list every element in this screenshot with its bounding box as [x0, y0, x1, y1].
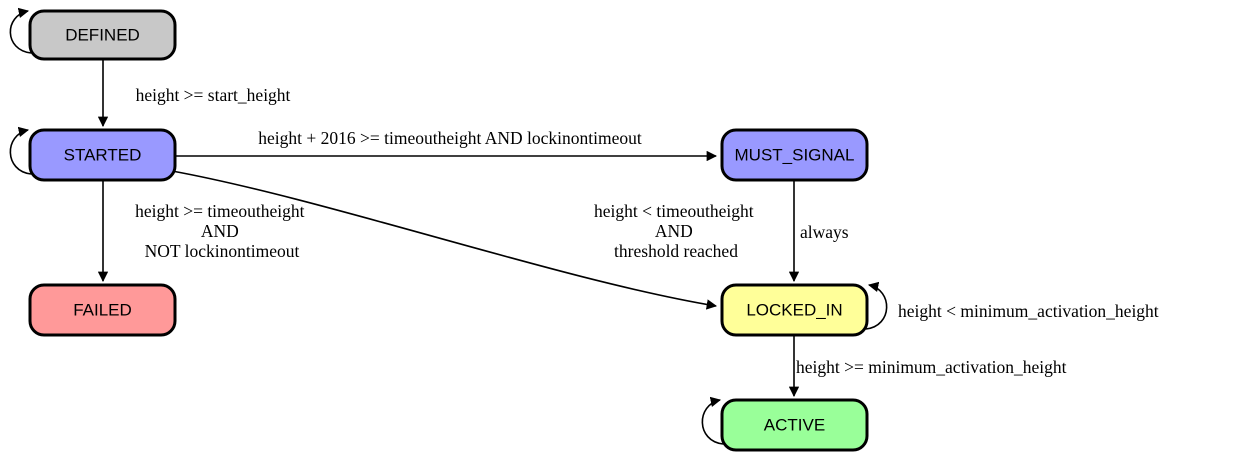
edge-started-to-locked-in: height < timeoutheight AND threshold rea…: [171, 170, 758, 310]
state-node-must-signal-label: MUST_SIGNAL: [735, 145, 855, 164]
state-node-defined-label: DEFINED: [65, 25, 140, 44]
state-node-must-signal[interactable]: MUST_SIGNAL: [720, 128, 869, 182]
state-node-started-label: STARTED: [64, 145, 142, 164]
state-node-started[interactable]: STARTED: [28, 128, 177, 182]
edge-label-started-to-must-signal: height + 2016 >= timeoutheight AND locki…: [258, 128, 642, 148]
state-node-active[interactable]: ACTIVE: [720, 398, 869, 452]
state-node-active-box[interactable]: [720, 398, 869, 452]
self-loop-active: [701, 396, 724, 445]
edge-must-signal-to-locked-in: always: [788, 181, 849, 283]
state-node-active-label: ACTIVE: [764, 415, 825, 434]
edge-started-to-failed: height >= timeoutheight AND NOT lockinon…: [97, 181, 309, 283]
self-loop-locked-in: height < minimum_activation_height: [865, 281, 1159, 330]
edge-label-defined-to-started: height >= start_height: [136, 85, 291, 105]
self-loop-started: [9, 126, 32, 175]
state-node-locked-in-box[interactable]: [720, 283, 869, 337]
self-loop-defined: [9, 7, 32, 54]
edge-started-to-must-signal: height + 2016 >= timeoutheight AND locki…: [176, 128, 718, 162]
edge-defined-to-started: height >= start_height: [97, 59, 291, 128]
state-node-defined-box[interactable]: [28, 9, 177, 61]
edge-label-locked-in-to-active: height >= minimum_activation_height: [796, 357, 1067, 377]
state-node-must-signal-box[interactable]: [720, 128, 869, 182]
state-node-started-box[interactable]: [28, 128, 177, 182]
edge-label-locked-in-self-loop: height < minimum_activation_height: [898, 301, 1159, 321]
edge-label-must-signal-to-locked-in: always: [800, 222, 849, 242]
state-node-locked-in-label: LOCKED_IN: [746, 300, 842, 319]
state-node-failed-box[interactable]: [28, 283, 177, 337]
edge-locked-in-to-active: height >= minimum_activation_height: [788, 336, 1067, 398]
state-node-failed[interactable]: FAILED: [28, 283, 177, 337]
edge-label-started-to-failed: height >= timeoutheight AND NOT lockinon…: [135, 201, 309, 261]
edge-label-started-to-locked-in: height < timeoutheight AND threshold rea…: [594, 201, 758, 261]
state-node-locked-in[interactable]: LOCKED_IN: [720, 283, 869, 337]
state-node-defined[interactable]: DEFINED: [28, 9, 177, 61]
state-node-failed-label: FAILED: [73, 300, 132, 319]
